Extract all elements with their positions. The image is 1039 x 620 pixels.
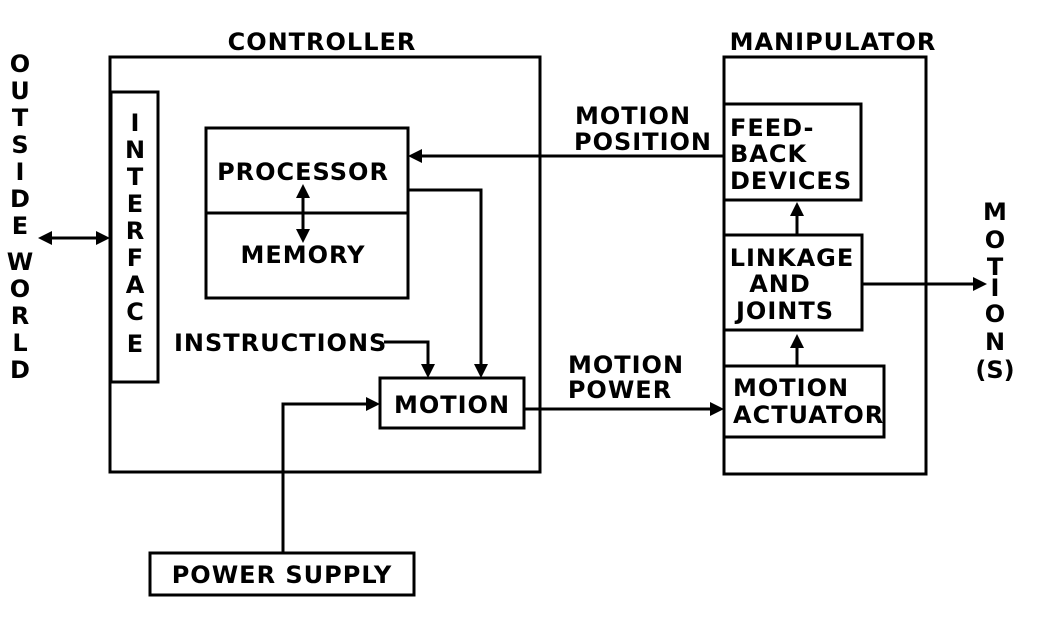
actuator-label-2: ACTUATOR — [733, 401, 884, 429]
motions-letter: M — [983, 198, 1007, 226]
outside-world-letter: R — [11, 302, 29, 330]
manipulator-title: MANIPULATOR — [730, 28, 937, 56]
outside-world-letter: W — [7, 248, 33, 276]
arrow-right-icon — [366, 397, 380, 411]
motion-label: MOTION — [394, 391, 510, 419]
outside-world-letter: D — [10, 185, 30, 213]
motions-letter: N — [985, 328, 1005, 356]
interface-letter: I — [131, 109, 140, 137]
motion-power-label-1: MOTION — [568, 351, 684, 379]
outside-world-label: O U T S I D E W O R L D — [7, 50, 33, 384]
outside-world-letter: O — [10, 275, 30, 303]
feedback-devices-box — [722, 102, 863, 202]
motion-position-label-1: MOTION — [575, 102, 691, 130]
processor-label: PROCESSOR — [217, 158, 389, 186]
arrow-down-icon — [474, 364, 488, 378]
feedback-label-1: FEED- — [730, 114, 815, 142]
interface-label: I N T E R F A C E — [125, 109, 145, 358]
processor-to-motion-line — [408, 188, 483, 366]
interface-letter: E — [127, 330, 143, 358]
arrow-right-icon — [710, 402, 724, 416]
feedback-label-2: BACK — [730, 140, 807, 168]
motions-letter: I — [991, 274, 1000, 302]
feedback-label-3: DEVICES — [730, 167, 852, 195]
arrow-left-icon — [38, 231, 52, 245]
arrow-right-icon — [96, 231, 110, 245]
motions-letter: T — [987, 253, 1004, 281]
interface-letter: F — [127, 244, 143, 272]
power-supply-to-motion-line — [281, 402, 368, 553]
outside-world-letter: T — [12, 104, 29, 132]
interface-letter: E — [127, 190, 143, 218]
controller-title: CONTROLLER — [228, 28, 417, 56]
motions-suffix: (S) — [975, 356, 1014, 384]
outside-world-letter: D — [10, 356, 30, 384]
outside-world-letter: S — [11, 131, 28, 159]
arrow-up-icon — [790, 202, 804, 216]
motions-label: M O T I O N (S) — [975, 198, 1014, 384]
interface-letter: N — [125, 136, 145, 164]
arrow-up-icon — [296, 184, 310, 198]
arrow-left-icon — [408, 149, 422, 163]
arrow-right-icon — [973, 277, 987, 291]
interface-letter: C — [126, 298, 144, 326]
motions-letter: O — [985, 300, 1005, 328]
arrow-down-icon — [421, 364, 435, 378]
interface-letter: A — [126, 271, 145, 299]
motion-power-label-2: POWER — [568, 376, 672, 404]
outside-world-letter: L — [12, 329, 27, 357]
linkage-label-2: AND — [749, 270, 811, 298]
motion-box — [378, 376, 526, 430]
interface-letter: R — [126, 217, 144, 245]
motion-actuator-box — [722, 364, 886, 439]
arrow-down-icon — [296, 229, 310, 243]
motions-letter: O — [985, 226, 1005, 254]
outside-world-letter: O — [10, 50, 30, 78]
outside-world-letter: I — [16, 158, 25, 186]
memory-label: MEMORY — [240, 241, 365, 269]
interface-box — [109, 90, 160, 384]
motion-position-label-2: POSITION — [574, 128, 712, 156]
arrow-up-icon — [790, 334, 804, 348]
interface-letter: T — [127, 163, 144, 191]
instructions-label: INSTRUCTIONS — [174, 329, 387, 357]
linkage-label-3: JOINTS — [734, 297, 834, 325]
linkage-label-1: LINKAGE — [730, 244, 855, 272]
outside-world-letter: E — [12, 212, 28, 240]
actuator-label-1: MOTION — [733, 374, 849, 402]
outside-world-letter: U — [10, 77, 30, 105]
power-supply-label: POWER SUPPLY — [172, 561, 393, 589]
instructions-to-motion-line — [384, 340, 430, 366]
